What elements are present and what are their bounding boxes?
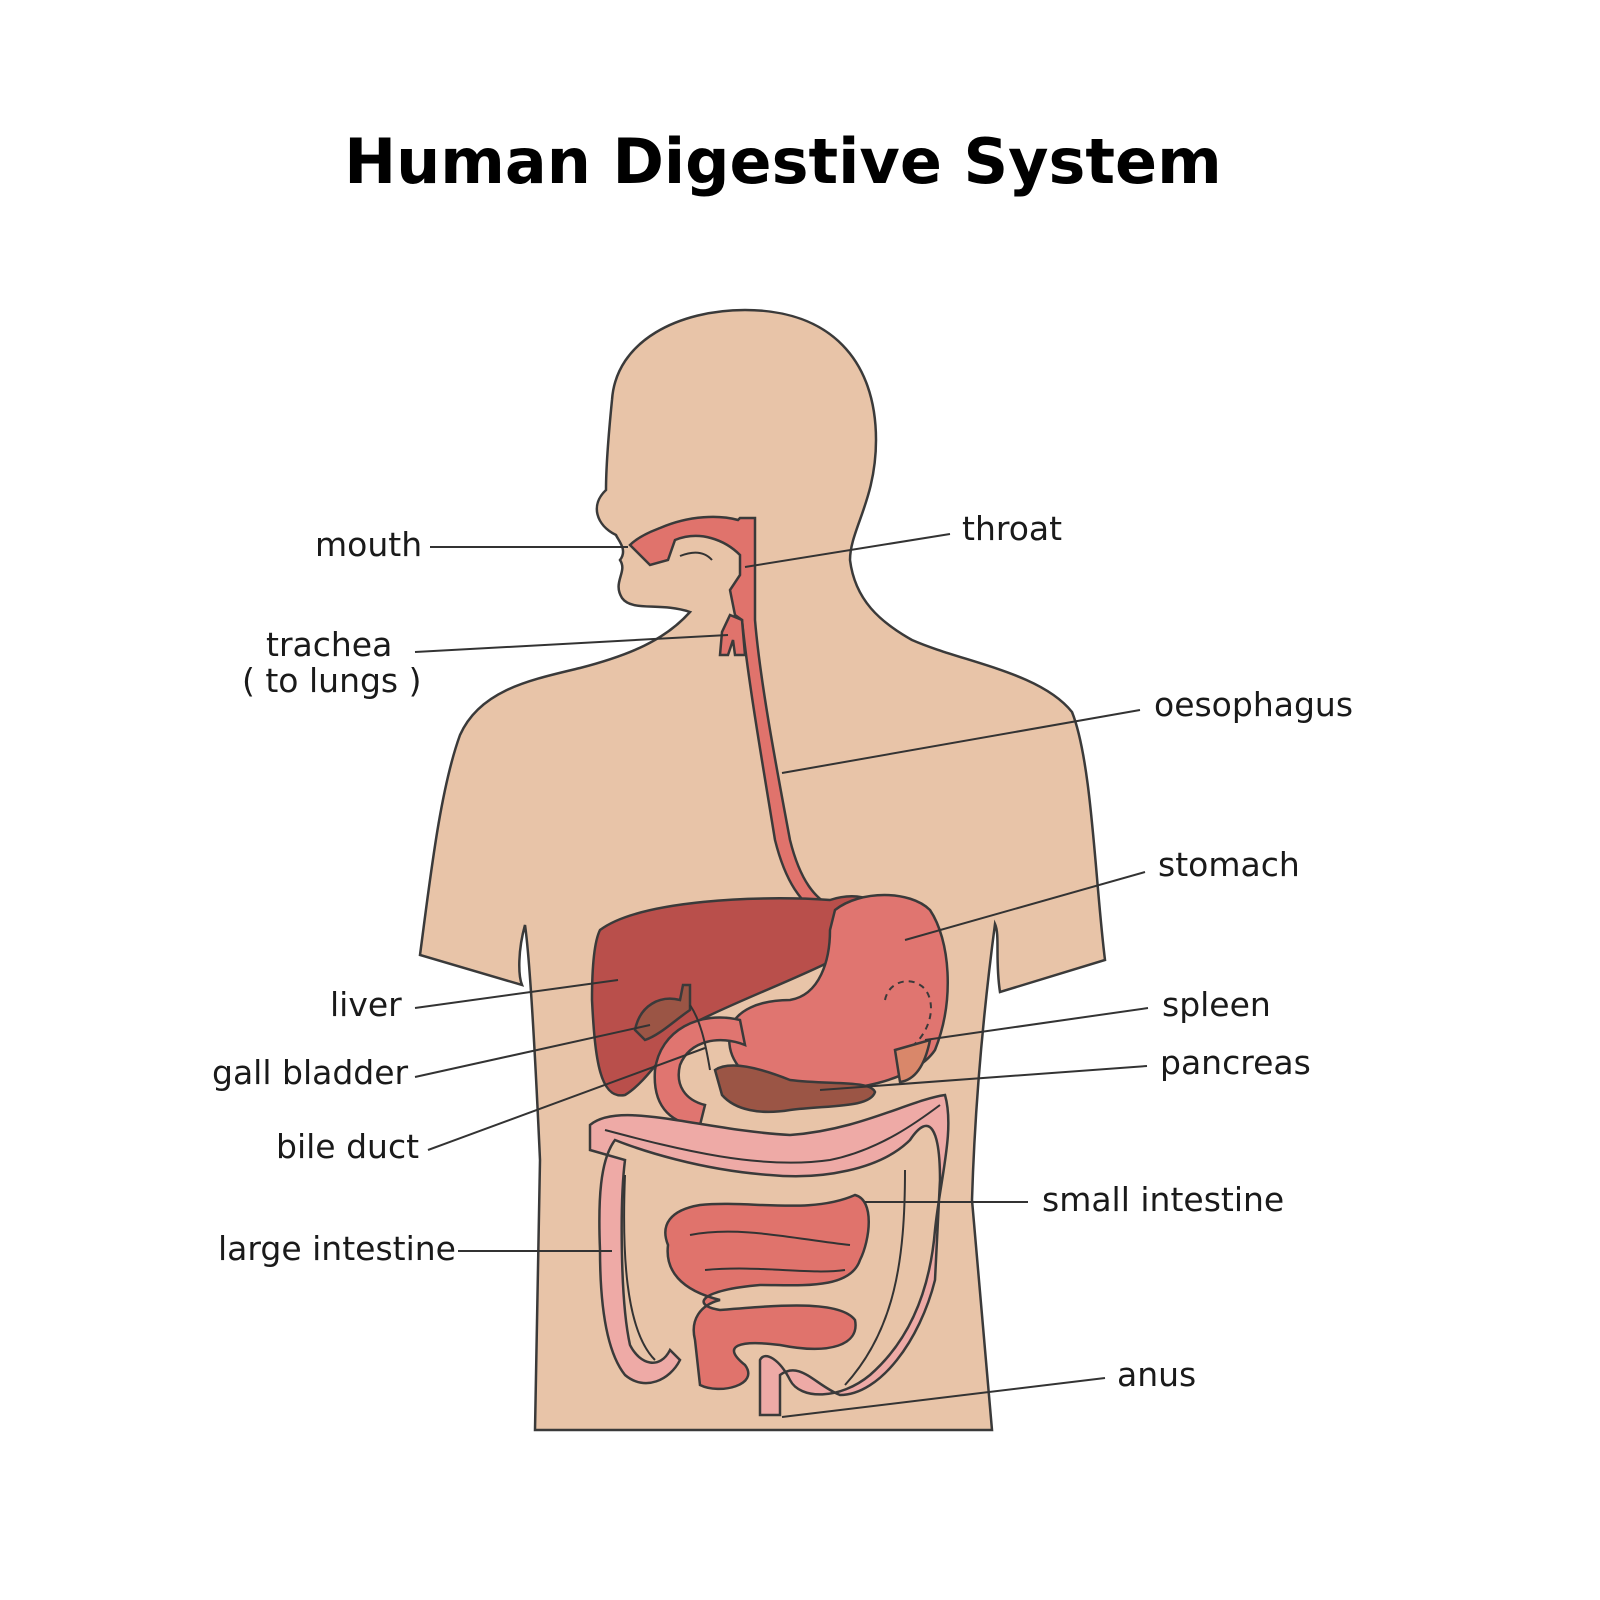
svg-text:small intestine: small intestine <box>1042 1180 1284 1219</box>
label-mouth: mouth <box>315 525 628 564</box>
svg-text:bile duct: bile duct <box>276 1127 419 1166</box>
small-intestine-folds <box>689 1230 851 1273</box>
svg-text:anus: anus <box>1117 1355 1196 1394</box>
label-pancreas: pancreas <box>819 1043 1311 1091</box>
tongue-line <box>679 551 713 561</box>
label-bile-duct: bile duct <box>276 1047 706 1166</box>
label-trachea: trachea ( to lungs ) <box>242 625 729 700</box>
label-liver: liver <box>330 979 619 1024</box>
svg-text:stomach: stomach <box>1158 845 1300 884</box>
svg-text:throat: throat <box>962 509 1062 548</box>
svg-text:spleen: spleen <box>1162 985 1271 1024</box>
svg-text:mouth: mouth <box>315 525 422 564</box>
svg-text:pancreas: pancreas <box>1160 1043 1311 1082</box>
label-gall-bladder: gall bladder <box>212 1024 651 1092</box>
svg-text:gall bladder: gall bladder <box>212 1053 409 1092</box>
label-stomach: stomach <box>904 845 1300 941</box>
svg-text:liver: liver <box>330 985 402 1024</box>
pancreas-shape <box>713 1064 877 1114</box>
bile-duct-shape <box>689 1004 711 1071</box>
label-spleen: spleen <box>924 985 1271 1041</box>
diagram-title: Human Digestive System <box>344 125 1222 198</box>
label-large-intestine: large intestine <box>218 1229 612 1268</box>
svg-text:trachea: trachea <box>266 625 392 664</box>
svg-text:oesophagus: oesophagus <box>1154 685 1353 724</box>
svg-text:( to lungs ): ( to lungs ) <box>242 661 422 700</box>
label-small-intestine: small intestine <box>865 1180 1284 1219</box>
large-intestine-shape <box>588 1093 950 1417</box>
svg-text:large intestine: large intestine <box>218 1229 456 1268</box>
label-throat: throat <box>744 509 1062 568</box>
small-intestine-shape <box>664 1193 870 1391</box>
label-oesophagus: oesophagus <box>781 685 1353 774</box>
trachea-shape <box>718 613 747 657</box>
label-anus: anus <box>781 1355 1196 1418</box>
